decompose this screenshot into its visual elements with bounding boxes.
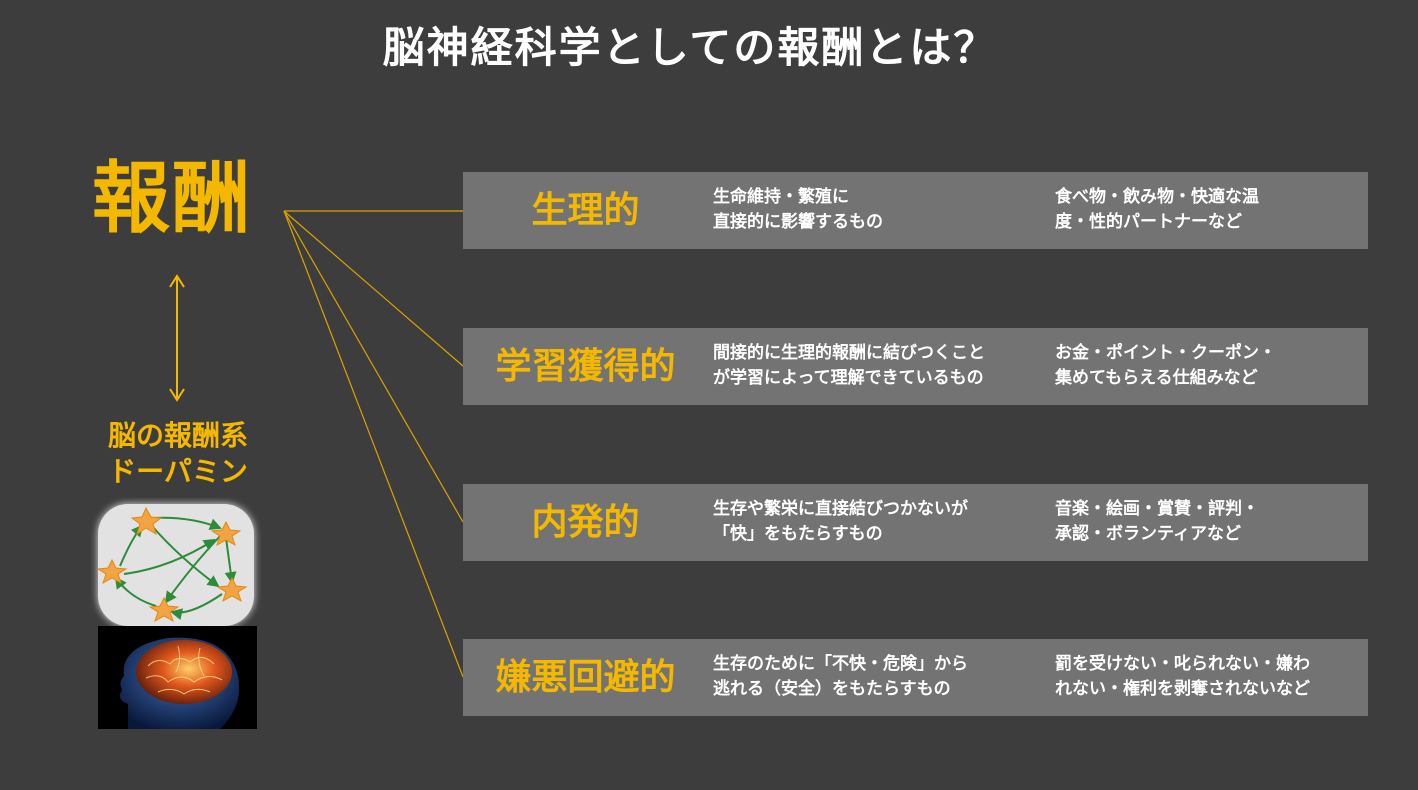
category-description-line: 間接的に生理的報酬に結びつくこと bbox=[713, 343, 985, 363]
category-examples-line: 承認・ボランティアなど bbox=[1055, 524, 1241, 544]
double-arrow-icon bbox=[169, 274, 185, 402]
category-name: 学習獲得的 bbox=[495, 346, 676, 387]
brain-system-line1: 脳の報酬系 bbox=[107, 419, 248, 452]
brain-system-line2: ドーパミン bbox=[108, 454, 248, 488]
category-examples-line: お金・ポイント・クーポン・ bbox=[1055, 343, 1276, 363]
category-examples: 食べ物・飲み物・快適な温 度・性的パートナーなど bbox=[1055, 185, 1355, 235]
neuron-network-icon bbox=[90, 498, 262, 632]
category-description: 生命維持・繁殖に 直接的に影響するもの bbox=[713, 185, 1033, 235]
category-description-line: が学習によって理解できているもの bbox=[713, 368, 984, 388]
category-description: 間接的に生理的報酬に結びつくこと が学習によって理解できているもの bbox=[713, 341, 1033, 391]
category-description-line: 生存や繁栄に直接結びつかないが bbox=[713, 499, 968, 519]
category-description: 生存のために「不快・危険」から 逃れる（安全）をもたらすもの bbox=[713, 652, 1033, 702]
page-title: 脳神経科学としての報酬とは？ bbox=[382, 23, 998, 72]
category-examples-line: 集めてもらえる仕組みなど bbox=[1055, 368, 1258, 388]
connector-line-intrinsic bbox=[283, 210, 464, 523]
category-examples: 罰を受けない・叱られない・嫌わ れない・権利を剥奪されないなど bbox=[1055, 652, 1355, 702]
category-examples-line: 度・性的パートナーなど bbox=[1055, 212, 1242, 232]
category-description-line: 「快」をもたらすもの bbox=[713, 524, 883, 544]
category-name: 嫌悪回避的 bbox=[495, 657, 676, 698]
category-examples-line: 食べ物・飲み物・快適な温 bbox=[1055, 187, 1259, 207]
category-examples: 音楽・絵画・賞賛・評判・ 承認・ボランティアなど bbox=[1055, 497, 1355, 547]
category-examples-line: 音楽・絵画・賞賛・評判・ bbox=[1055, 499, 1259, 519]
category-examples: お金・ポイント・クーポン・ 集めてもらえる仕組みなど bbox=[1055, 341, 1355, 391]
connector-line-learned bbox=[283, 210, 464, 367]
brain-reward-system: 脳の報酬系 ドーパミン bbox=[92, 418, 264, 490]
category-learned: 学習獲得的 間接的に生理的報酬に結びつくこと が学習によって理解できているもの … bbox=[463, 328, 1368, 405]
category-examples-line: れない・権利を剥奪されないなど bbox=[1055, 679, 1310, 699]
category-description-line: 直接的に影響するもの bbox=[713, 212, 883, 232]
brain-scan-icon bbox=[98, 626, 257, 729]
reward-label: 報酬 bbox=[92, 154, 253, 244]
category-description-line: 逃れる（安全）をもたらすもの bbox=[713, 679, 951, 699]
category-examples-line: 罰を受けない・叱られない・嫌わ bbox=[1055, 654, 1310, 674]
category-physiological: 生理的 生命維持・繁殖に 直接的に影響するもの 食べ物・飲み物・快適な温 度・性… bbox=[463, 172, 1368, 249]
category-name: 生理的 bbox=[531, 190, 640, 231]
category-intrinsic: 内発的 生存や繁栄に直接結びつかないが 「快」をもたらすもの 音楽・絵画・賞賛・… bbox=[463, 484, 1368, 561]
category-aversive: 嫌悪回避的 生存のために「不快・危険」から 逃れる（安全）をもたらすもの 罰を受… bbox=[463, 639, 1368, 716]
category-description-line: 生存のために「不快・危険」から bbox=[713, 654, 968, 674]
category-name: 内発的 bbox=[531, 502, 640, 543]
category-description-line: 生命維持・繁殖に bbox=[713, 187, 849, 207]
connector-line-aversive bbox=[283, 210, 464, 678]
category-description: 生存や繁栄に直接結びつかないが 「快」をもたらすもの bbox=[713, 497, 1033, 547]
